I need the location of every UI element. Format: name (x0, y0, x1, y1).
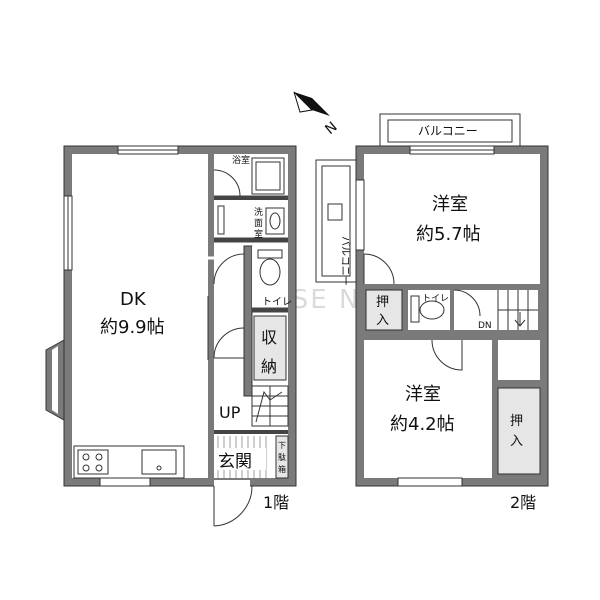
svg-text:室: 室 (254, 228, 263, 240)
floor-2: バルコニー バルコニー 洋室 約5.7帖 押 入 トイレ (315, 113, 549, 512)
balcony-top (379, 113, 521, 147)
room-western-2 (364, 340, 492, 478)
balcony-top-label: バルコニー (418, 124, 478, 138)
room1-area: 約5.7帖 (416, 224, 481, 245)
bathtub-icon (251, 157, 285, 195)
kitchen-counter (73, 445, 185, 479)
storage (253, 315, 287, 381)
toilet-room-2f (408, 290, 450, 330)
closet-b (497, 387, 541, 475)
dk-room (72, 154, 208, 478)
floor2-label: 2階 (510, 493, 536, 512)
room1-side-window (355, 179, 365, 251)
stairs-down-arrow (514, 312, 526, 327)
room2-window (397, 477, 463, 487)
bathroom (214, 154, 288, 198)
bath-label: 浴室 (232, 154, 250, 166)
toilet-icon-2f (419, 300, 445, 320)
stairs-arrow (255, 390, 283, 423)
compass: N (293, 91, 341, 138)
shoe-box (275, 435, 289, 479)
dk-name: DK (120, 289, 147, 310)
floor1-label: 1階 (263, 493, 289, 512)
room2-area: 約4.2帖 (390, 414, 455, 435)
svg-text:洗: 洗 (254, 206, 263, 218)
bath-door-swing (213, 169, 241, 197)
svg-text:箱: 箱 (278, 464, 286, 474)
svg-text:収: 収 (261, 328, 277, 347)
dk-area: 約9.9帖 (100, 317, 165, 338)
svg-text:押: 押 (376, 295, 389, 310)
compass-needle-icon (294, 92, 330, 116)
toilet-icon (259, 258, 281, 286)
svg-text:入: 入 (510, 434, 523, 449)
hall-wall (243, 245, 253, 397)
svg-text:面: 面 (254, 218, 263, 229)
sink-icon (265, 207, 285, 235)
room-western-1 (364, 154, 540, 284)
svg-text:押: 押 (510, 414, 523, 429)
floor-1: 浴室 洗 面 室 トイレ 収 納 UP (45, 145, 297, 527)
entrance-label: 玄関 (218, 452, 252, 472)
balcony-side-label: バルコニー (339, 236, 351, 286)
kitchen-sink-icon (141, 449, 177, 475)
toilet-tank-icon (257, 249, 283, 259)
dn-label: DN (478, 321, 492, 331)
toilet-label: トイレ (262, 297, 292, 308)
svg-text:納: 納 (261, 357, 277, 376)
balcony-drain-icon (327, 203, 343, 221)
toilet-2f-label: トイレ (422, 294, 449, 304)
stove-icon (77, 449, 109, 475)
compass-label: N (322, 119, 340, 138)
svg-text:下: 下 (278, 441, 286, 450)
room2-name: 洋室 (405, 384, 441, 405)
up-label: UP (219, 403, 241, 422)
svg-text:入: 入 (376, 313, 389, 328)
room1-name: 洋室 (432, 194, 468, 215)
balcony-side (315, 159, 357, 283)
washroom-washer-slot (217, 205, 225, 235)
washroom (214, 200, 288, 240)
svg-text:駄: 駄 (278, 452, 286, 462)
closet-a (365, 289, 403, 331)
dk-bottom-window (99, 477, 151, 487)
